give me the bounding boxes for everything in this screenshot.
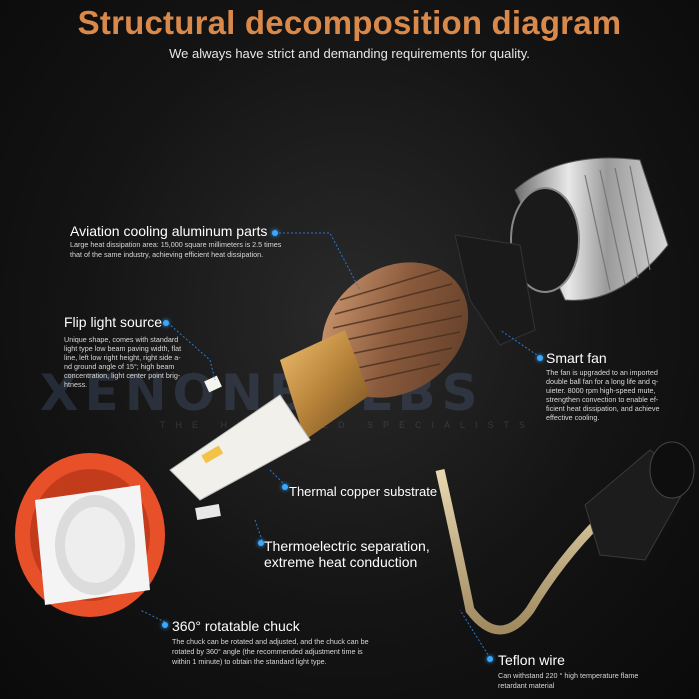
fan-bracket — [454, 234, 536, 346]
teflon-desc-2: retardant material — [498, 681, 555, 690]
chuck-desc-2: rotated by 360° angle (the recommended a… — [172, 647, 363, 656]
aviation-label: Aviation cooling aluminum parts — [70, 223, 268, 239]
page-title: Structural decomposition diagram — [77, 4, 622, 41]
fan-dot-icon — [537, 355, 543, 361]
chuck-label: 360° rotatable chuck — [172, 618, 300, 634]
flip-desc-5: concentration, light center point brig- — [64, 371, 181, 380]
copper-label: Thermal copper substrate — [289, 484, 438, 499]
flip-desc-1: Unique shape, comes with standard — [64, 335, 179, 344]
flip-label: Flip light source — [64, 314, 163, 330]
fan-desc-2: double ball fan for a long life and q- — [546, 377, 659, 386]
wire-connector — [584, 441, 695, 561]
fan-desc-1: The fan is upgraded to an imported — [546, 368, 658, 377]
bulb-neck — [280, 330, 370, 440]
flip-chip — [204, 375, 222, 393]
fan-shroud — [510, 157, 669, 301]
flip-desc-4: nd ground angle of 15°; high beam — [64, 362, 175, 371]
teflon-desc-1: Can withstand 220 ° high temperature fla… — [498, 671, 639, 680]
thermo-dot-icon — [258, 540, 264, 546]
leader-lines — [139, 232, 541, 659]
heatsink — [321, 262, 469, 398]
fan-desc-6: effective cooling. — [546, 413, 600, 422]
thermo-label-2: extreme heat conduction — [264, 554, 418, 570]
rotatable-chuck — [15, 453, 165, 617]
aviation-dot-icon — [272, 230, 278, 236]
flip-desc-3: line, left low right height, right side … — [64, 353, 181, 362]
fan-desc-5: ficient heat dissipation, and achieve — [546, 404, 660, 413]
fan-desc-4: strengthen convection to enable ef- — [546, 395, 659, 404]
page-subtitle: We always have strict and demanding requ… — [169, 46, 530, 61]
thermo-label-1: Thermoelectric separation, — [264, 538, 430, 554]
flip-dot-icon — [163, 320, 169, 326]
chuck-desc-3: within 1 minute) to obtain the standard … — [172, 657, 327, 666]
copper-dot-icon — [282, 484, 288, 490]
led-board — [169, 394, 311, 501]
watermark-tagline: THE HID & LED SPECIALISTS — [160, 420, 536, 430]
flip-desc-2: light type low beam paving width, flat — [64, 344, 182, 353]
teflon-wire-line — [435, 469, 604, 635]
flip-desc-6: htness. — [64, 380, 88, 389]
aviation-desc-2: that of the same industry, achieving eff… — [70, 250, 264, 259]
fan-label: Smart fan — [546, 350, 607, 366]
chuck-dot-icon — [162, 622, 168, 628]
teflon-dot-icon — [487, 656, 493, 662]
led-chip — [201, 445, 224, 464]
fan-desc-3: uieter. 8000 rpm high-speed mute, — [546, 386, 656, 395]
aviation-desc-1: Large heat dissipation area: 15,000 squa… — [70, 240, 282, 249]
chuck-desc-1: The chuck can be rotated and adjusted, a… — [172, 637, 369, 646]
teflon-label: Teflon wire — [498, 652, 565, 668]
copper-substrate-piece — [195, 504, 221, 520]
